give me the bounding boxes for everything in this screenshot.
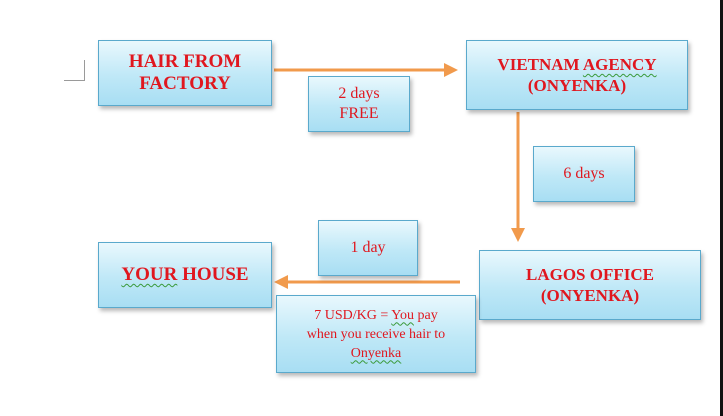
note-payment-pay: pay (413, 307, 438, 323)
text-boundary-mark (64, 60, 85, 81)
note-payment-line2: when you receive hair to (306, 326, 446, 342)
note-payment: 7 USD/KG = You pay when you receive hair… (276, 295, 476, 373)
arrow-factory-to-vietnam (274, 63, 458, 77)
note-1-day: 1 day (318, 220, 418, 276)
note-payment-line3: Onyenka (307, 344, 445, 363)
note-2-days-free: 2 days FREE (308, 76, 410, 132)
note-payment-line1: 7 USD/KG = You pay (307, 306, 445, 325)
node-vietnam-agency: VIETNAM AGENCY (ONYENKA) (466, 40, 688, 110)
node-house-word-house: HOUSE (177, 264, 249, 285)
node-factory-line2: FACTORY (139, 73, 231, 94)
node-vietnam-line2: (ONYENKA) (527, 76, 627, 95)
note-payment-onyenka: Onyenka (350, 345, 402, 361)
node-house-word-your: YOUR (121, 264, 178, 285)
note-payment-price: 7 USD/KG = (314, 307, 392, 323)
note-6-days: 6 days (533, 146, 635, 202)
note-2-days-line2: FREE (339, 105, 379, 122)
node-factory-line1: HAIR FROM (128, 51, 242, 72)
node-hair-from-factory: HAIR FROM FACTORY (98, 40, 272, 106)
note-6-days-text: 6 days (563, 165, 605, 182)
note-1-day-text: 1 day (350, 239, 386, 256)
node-vietnam-word-agency: AGENCY (582, 55, 657, 74)
arrow-lagos-to-house (274, 275, 460, 289)
window-edge (720, 0, 723, 416)
node-lagos-line1: LAGOS OFFICE (526, 265, 654, 284)
note-2-days-line1: 2 days (338, 85, 380, 102)
arrow-vietnam-to-lagos (511, 112, 525, 242)
node-vietnam-word-vietnam: VIETNAM (497, 55, 583, 74)
node-lagos-line2: (ONYENKA) (540, 286, 640, 305)
node-your-house: YOUR HOUSE (98, 242, 272, 308)
node-house-label: YOUR HOUSE (121, 264, 248, 286)
node-lagos-office: LAGOS OFFICE (ONYENKA) (479, 250, 701, 320)
node-vietnam-line1: VIETNAM AGENCY (497, 54, 656, 75)
note-payment-you: You (391, 307, 414, 323)
